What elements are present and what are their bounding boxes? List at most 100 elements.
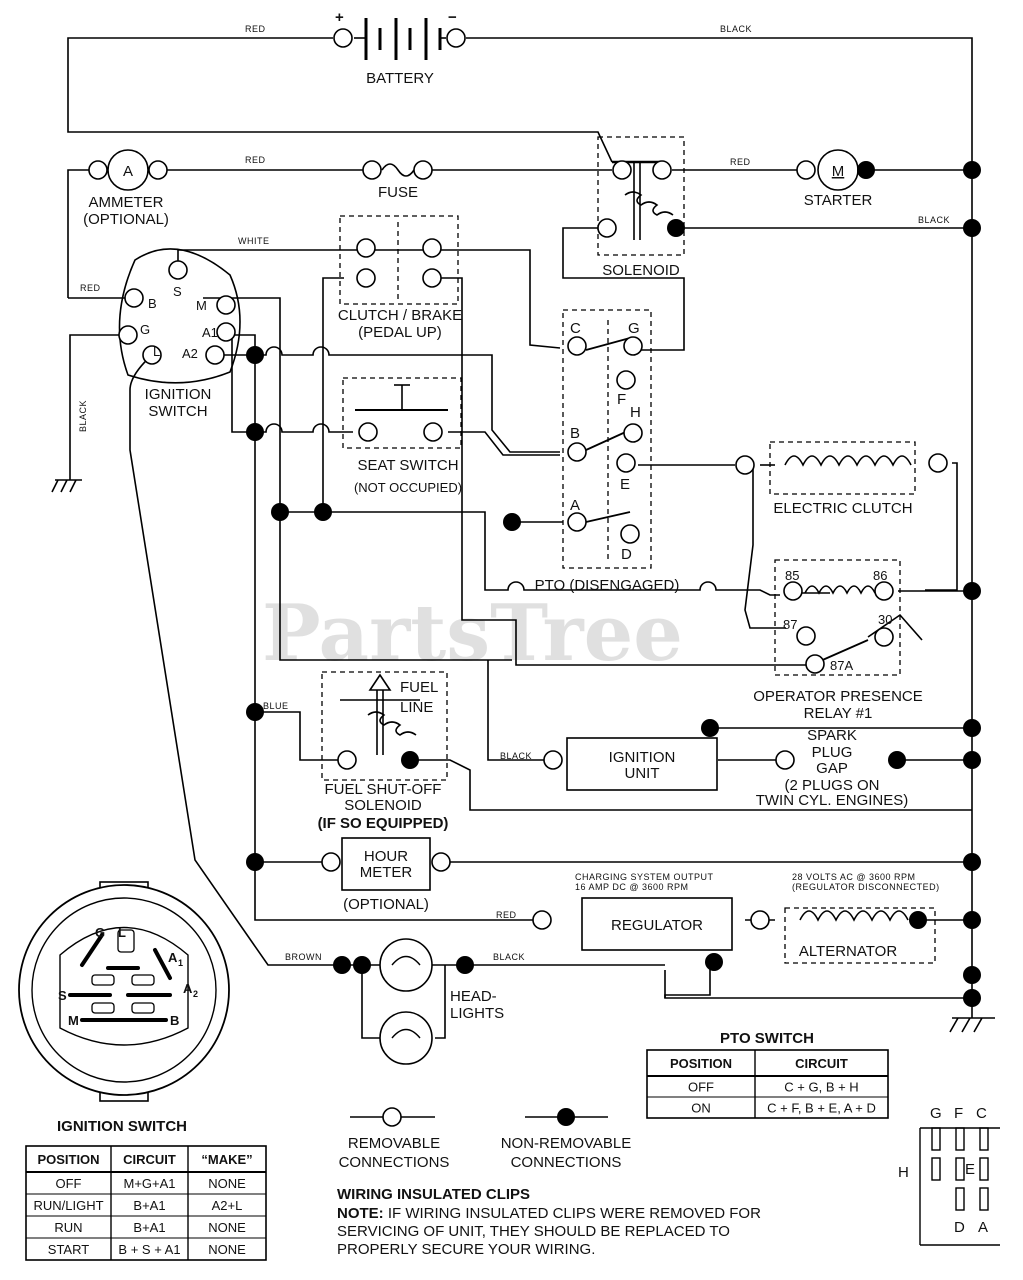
pto-terminal-h: H bbox=[630, 404, 641, 421]
removable-connector bbox=[796, 160, 816, 180]
removable-connector bbox=[337, 750, 357, 770]
wire-blue: BLUE bbox=[263, 701, 289, 711]
table-cell: RUN/LIGHT bbox=[33, 1198, 103, 1213]
removable-connector bbox=[118, 325, 138, 345]
component-outlines bbox=[321, 136, 936, 964]
spark-plug-label-4: (2 PLUGS ON bbox=[784, 777, 879, 794]
svg-text:NOTE: IF WIRING INSULATED CLIP: NOTE: IF WIRING INSULATED CLIPS WERE REM… bbox=[337, 1205, 761, 1222]
relay-label-1: OPERATOR PRESENCE bbox=[753, 688, 922, 705]
legend-removable-1: REMOVABLE bbox=[348, 1135, 440, 1152]
headlight-top bbox=[379, 938, 433, 992]
wire-red-ammeter: RED bbox=[245, 155, 266, 165]
pto-switch-face: G F C H E D A bbox=[898, 1105, 1000, 1246]
fixed-connector bbox=[456, 956, 474, 974]
headlights-label-2: LIGHTS bbox=[450, 1005, 504, 1022]
removable-connector bbox=[216, 322, 236, 342]
pto-terminal-a: A bbox=[570, 497, 580, 514]
regulator-box bbox=[581, 897, 733, 951]
battery-plus: + bbox=[335, 9, 344, 26]
legend-removable-2: CONNECTIONS bbox=[339, 1154, 450, 1171]
table-cell: A2+L bbox=[212, 1198, 243, 1213]
removable-connector bbox=[750, 910, 770, 930]
fixed-connector bbox=[314, 503, 332, 521]
fixed-connector bbox=[909, 911, 927, 929]
fixed-connector bbox=[963, 219, 981, 237]
removable-connector bbox=[124, 288, 144, 308]
fixed-connector bbox=[246, 853, 264, 871]
fixed-connector bbox=[353, 956, 371, 974]
removable-connections bbox=[88, 28, 948, 930]
fixed-connector bbox=[271, 503, 289, 521]
wire-red-top: RED bbox=[245, 24, 266, 34]
battery-minus: − bbox=[448, 9, 457, 26]
ammeter-label-1: AMMETER bbox=[89, 194, 164, 211]
table-cell: B + S + A1 bbox=[118, 1242, 180, 1257]
removable-connector bbox=[597, 218, 617, 238]
alternator-label: ALTERNATOR bbox=[799, 943, 898, 960]
removable-connector bbox=[205, 345, 225, 365]
fixed-connector bbox=[503, 513, 521, 531]
fixed-connector bbox=[705, 953, 723, 971]
fixed-connector bbox=[963, 719, 981, 737]
pto-face-c: C bbox=[976, 1105, 987, 1122]
pto-terminal-d: D bbox=[621, 546, 632, 563]
pto-label: PTO (DISENGAGED) bbox=[535, 577, 680, 594]
pto-terminal-b: B bbox=[570, 425, 580, 442]
clutch-brake-label-2: (PEDAL UP) bbox=[358, 324, 442, 341]
relay-arm bbox=[817, 639, 869, 663]
removable-connector bbox=[616, 453, 636, 473]
removable-connector bbox=[805, 654, 825, 674]
table-header: CIRCUIT bbox=[123, 1152, 176, 1167]
relay-label-2: RELAY #1 bbox=[804, 705, 873, 722]
spark-plug-label-3: GAP bbox=[816, 760, 848, 777]
removable-connector bbox=[735, 455, 755, 475]
pto-terminal-g: G bbox=[628, 320, 640, 337]
ignition-table-title: IGNITION SWITCH bbox=[57, 1118, 187, 1135]
seat-switch-label-2: (NOT OCCUPIED) bbox=[354, 480, 462, 495]
removable-connector bbox=[362, 160, 382, 180]
charging-note-1: CHARGING SYSTEM OUTPUT bbox=[575, 872, 714, 882]
pto-face-h: H bbox=[898, 1164, 909, 1181]
pto-terminal-e: E bbox=[620, 476, 630, 493]
fixed-connector bbox=[888, 751, 906, 769]
table-cell: NONE bbox=[208, 1242, 246, 1257]
fuel-solenoid-label-2: SOLENOID bbox=[344, 797, 422, 814]
removable-connector bbox=[567, 336, 587, 356]
removable-connector bbox=[928, 453, 948, 473]
relay-terminal-86: 86 bbox=[873, 568, 887, 583]
spark-plug-label-2: PLUG bbox=[812, 744, 853, 761]
ign-face-a1-sub: 1 bbox=[178, 958, 183, 968]
alternator-coil bbox=[799, 910, 909, 922]
removable-connector bbox=[356, 238, 376, 258]
ammeter-symbol bbox=[107, 149, 149, 191]
ammeter-label-2: (OPTIONAL) bbox=[83, 211, 169, 228]
table-cell: OFF bbox=[688, 1080, 714, 1095]
hour-meter-box bbox=[341, 837, 431, 891]
table-header: CIRCUIT bbox=[795, 1056, 848, 1071]
removable-connector bbox=[216, 295, 236, 315]
ign-terminal-m: M bbox=[196, 298, 207, 313]
non-removable-connections bbox=[246, 161, 981, 1007]
wiring-note: WIRING INSULATED CLIPS NOTE: IF WIRING I… bbox=[337, 1186, 761, 1258]
relay-terminal-85: 85 bbox=[785, 568, 799, 583]
removable-connector bbox=[775, 750, 795, 770]
pto-face-d: D bbox=[954, 1219, 965, 1236]
ign-face-g: G bbox=[95, 925, 105, 940]
battery-symbol bbox=[354, 18, 446, 60]
ignition-switch-label-1: IGNITION bbox=[145, 386, 212, 403]
wire-labels: RED BLACK RED RED BLACK WHITE RED BLACK … bbox=[78, 24, 950, 962]
table-cell: RUN bbox=[54, 1220, 82, 1235]
hour-meter-label-3: (OPTIONAL) bbox=[343, 896, 429, 913]
ign-face-a1: A bbox=[168, 950, 178, 965]
clutch-brake-label-1: CLUTCH / BRAKE bbox=[338, 307, 462, 324]
ammeter-letter: A bbox=[123, 163, 133, 180]
headlight-bottom bbox=[379, 1011, 433, 1065]
ign-terminal-a1: A1 bbox=[202, 325, 218, 340]
fuel-solenoid-label-1: FUEL SHUT-OFF bbox=[325, 781, 442, 798]
removable-connector bbox=[422, 238, 442, 258]
hour-meter-label-1: HOUR bbox=[364, 848, 408, 865]
note-line-2: SERVICING OF UNIT, THEY SHOULD BE REPLAC… bbox=[337, 1223, 730, 1240]
pto-face-a: A bbox=[978, 1219, 988, 1236]
ign-face-m: M bbox=[68, 1013, 79, 1028]
